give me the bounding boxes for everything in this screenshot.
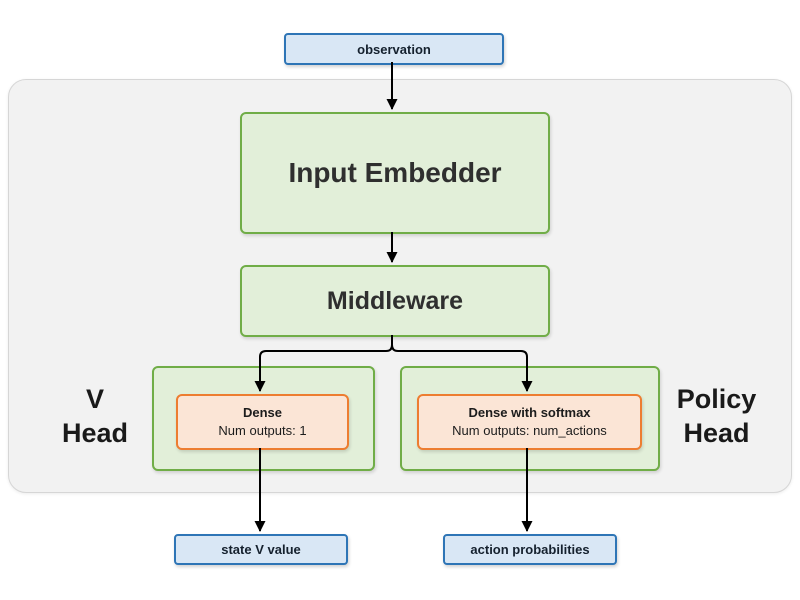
- observation-node: observation: [284, 33, 504, 65]
- v-head-label-line2: Head: [61, 418, 129, 448]
- policy-dense-subtitle: Num outputs: num_actions: [452, 423, 607, 438]
- v-head-label: V Head: [40, 382, 150, 450]
- observation-label: observation: [357, 41, 431, 57]
- action-probabilities-label: action probabilities: [470, 542, 590, 557]
- policy-dense-title: Dense with softmax: [468, 405, 591, 421]
- state-v-value-node: state V value: [174, 534, 348, 565]
- policy-head-label: Policy Head: [659, 382, 774, 450]
- middleware-node: Middleware: [240, 265, 550, 337]
- policy-head-label-line1: Policy: [676, 384, 757, 414]
- input-embedder-node: Input Embedder: [240, 112, 550, 234]
- v-head-label-line1: V: [85, 384, 104, 414]
- action-probabilities-node: action probabilities: [443, 534, 617, 565]
- policy-head-label-line2: Head: [683, 418, 750, 448]
- v-dense-node: Dense Num outputs: 1: [176, 394, 349, 450]
- v-dense-subtitle: Num outputs: 1: [218, 423, 307, 438]
- policy-dense-node: Dense with softmax Num outputs: num_acti…: [417, 394, 642, 450]
- middleware-label: Middleware: [326, 286, 464, 315]
- input-embedder-label: Input Embedder: [288, 157, 502, 188]
- state-v-value-label: state V value: [221, 542, 301, 557]
- v-dense-title: Dense: [242, 405, 283, 421]
